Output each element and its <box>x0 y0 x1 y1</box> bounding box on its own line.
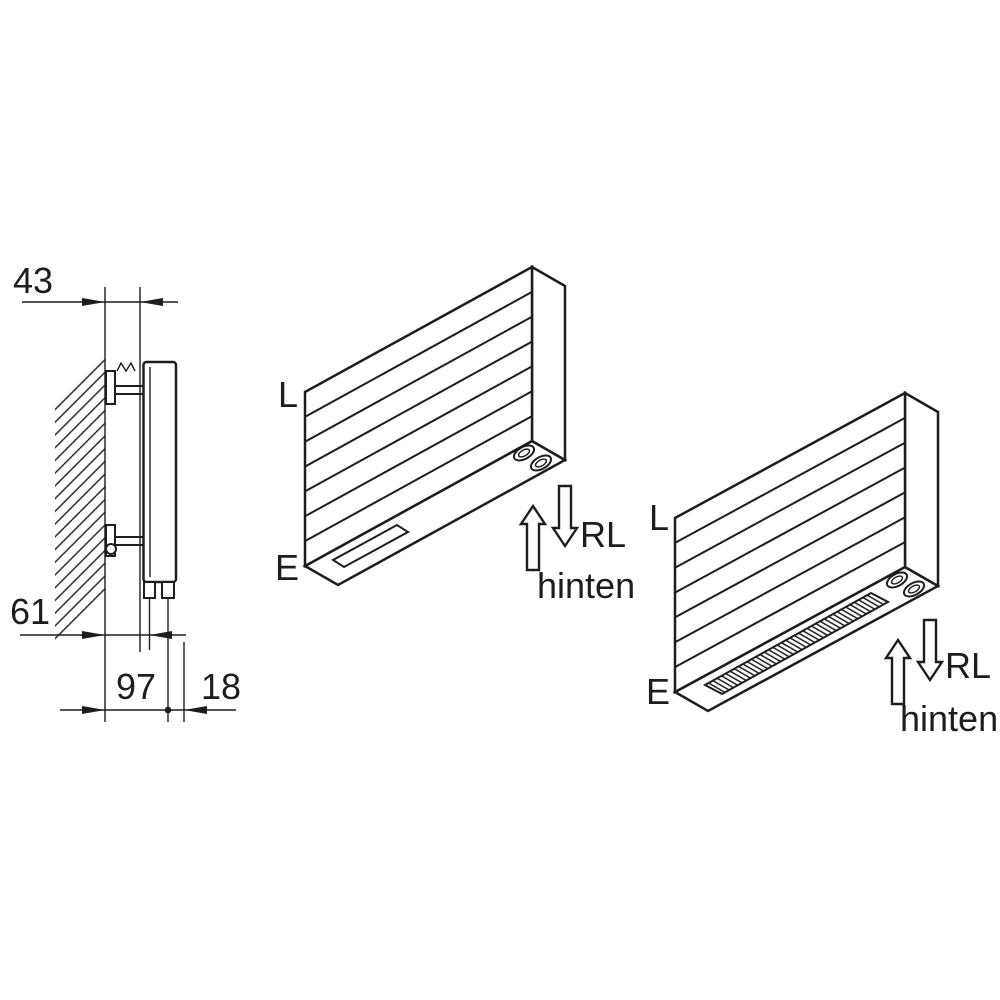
dimension-bottom-chain: 97 18 <box>60 666 241 714</box>
dim-label-97: 97 <box>116 666 156 707</box>
connection-port-rear <box>902 580 926 598</box>
dim-dot <box>164 706 172 714</box>
connection-port-front <box>885 571 909 589</box>
flow-down-arrow-icon <box>550 484 580 549</box>
dimension-wall-clearance: 43 <box>13 260 178 306</box>
connection-port-front <box>512 444 536 462</box>
dimension-wall-to-pipe: 61 <box>10 591 186 639</box>
radiator-front-face <box>673 390 907 695</box>
pipe-stub-rear <box>161 581 175 599</box>
label-L: L <box>649 497 669 538</box>
front-slats <box>674 417 906 668</box>
bracket-screw <box>105 543 117 555</box>
iso-view-left: L E RL hinten <box>275 264 635 606</box>
mounting-bracket-top <box>105 361 144 405</box>
slat-line <box>674 441 906 569</box>
flow-label-hinten: hinten <box>900 698 998 739</box>
dim-arrow-left <box>140 298 163 306</box>
bracket-plate <box>105 524 116 557</box>
radiator-panel-side <box>142 360 178 584</box>
side-view: 43 61 <box>10 260 241 722</box>
port-inner <box>517 448 531 458</box>
front-slats <box>304 291 533 542</box>
slat-line <box>674 491 906 619</box>
slat-line <box>674 541 906 668</box>
flow-down-arrow-icon <box>915 618 945 683</box>
dim-arrow-right <box>82 631 105 639</box>
slat-line <box>674 466 906 594</box>
slat-line <box>304 340 533 468</box>
dim-arrow-left <box>149 631 172 639</box>
dim-label-43: 43 <box>13 260 53 301</box>
dim-arrow-right <box>82 706 105 714</box>
flow-up-arrow-icon <box>518 503 548 572</box>
radiator-side-face <box>530 264 567 463</box>
dim-arrow-left <box>184 706 207 714</box>
port-inner <box>907 584 921 594</box>
flow-label-RL: RL <box>580 514 626 555</box>
flow-label-hinten: hinten <box>537 565 635 606</box>
bottom-grille <box>702 591 891 696</box>
bottom-slot <box>331 523 410 569</box>
connection-port-rear <box>529 454 553 472</box>
flow-label-RL: RL <box>945 645 991 686</box>
bracket-plate <box>105 370 116 405</box>
slat-line <box>304 390 533 518</box>
iso-view-right: L E RL hinten <box>646 390 998 739</box>
label-E: E <box>646 671 670 712</box>
slat-line <box>674 516 906 644</box>
slat-line <box>674 417 906 544</box>
bracket-clip <box>116 361 136 373</box>
dim-label-18: 18 <box>201 666 241 707</box>
slat-line <box>304 315 533 443</box>
slat-line <box>304 291 533 418</box>
label-E: E <box>275 547 299 588</box>
radiator-front-face <box>303 264 534 569</box>
label-L: L <box>278 374 298 415</box>
port-inner <box>534 458 548 468</box>
pipe-stub-front <box>143 581 156 599</box>
flow-up-arrow-icon <box>883 637 913 706</box>
dim-label-61: 61 <box>10 591 50 632</box>
mounting-bracket-bottom <box>105 524 144 557</box>
slat-line <box>304 365 533 493</box>
port-inner <box>890 575 904 585</box>
dim-arrow-right <box>82 298 105 306</box>
slat-line <box>304 415 533 542</box>
radiator-side-face <box>903 390 940 589</box>
wall-hatch <box>55 352 105 648</box>
